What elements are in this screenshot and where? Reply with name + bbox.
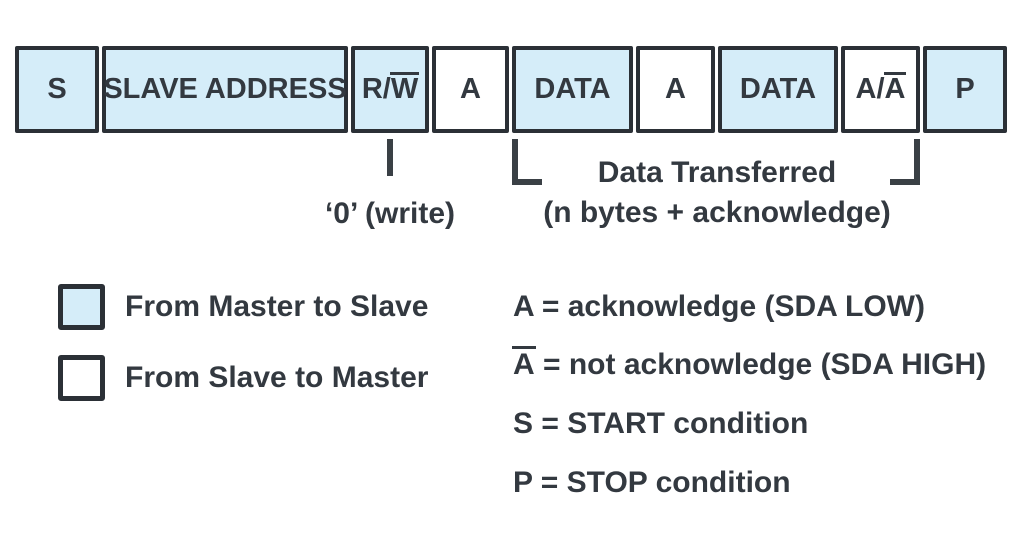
box-ack-2: A <box>636 46 715 133</box>
box-slave-address: SLAVE ADDRESS <box>102 46 348 133</box>
overline-a-definition: A <box>512 346 536 381</box>
write-label: ‘0’ (write) <box>324 197 456 230</box>
definition-nack: A = not acknowledge (SDA HIGH) <box>512 346 987 383</box>
definition-stop: P = STOP condition <box>513 466 791 499</box>
box-read-write-label: R/W <box>361 72 420 105</box>
box-ack-1-label: A <box>460 73 481 105</box>
overline-w: W <box>389 72 420 105</box>
write-tick-line <box>387 139 393 176</box>
box-ack-nack-label: A/A <box>855 72 907 105</box>
transfer-label: Data Transferred (n bytes + acknowledge) <box>543 153 891 233</box>
transfer-bracket-right-vertical <box>914 139 920 185</box>
overline-a: A <box>883 72 907 105</box>
legend-item-master-to-slave: From Master to Slave <box>58 284 428 330</box>
definition-start: S = START condition <box>513 407 809 440</box>
box-read-write: R/W <box>351 46 429 133</box>
transfer-label-line2: (n bytes + acknowledge) <box>543 196 891 229</box>
box-stop-label: P <box>955 73 975 105</box>
transfer-bracket-right-horizontal <box>890 179 920 185</box>
legend-swatch-slave <box>58 355 105 401</box>
box-start: S <box>15 46 99 133</box>
box-start-label: S <box>47 73 67 105</box>
definition-ack: A = acknowledge (SDA LOW) <box>513 290 925 323</box>
legend-swatch-master <box>58 284 105 330</box>
packet-row: S SLAVE ADDRESS R/W A DATA A DATA A/A P <box>15 46 1007 133</box>
box-ack-2-label: A <box>665 73 686 105</box>
box-ack-nack: A/A <box>841 46 920 133</box>
box-stop: P <box>923 46 1007 133</box>
box-data-2-label: DATA <box>739 73 817 105</box>
transfer-bracket-left-vertical <box>512 139 518 185</box>
legend-label-master: From Master to Slave <box>125 290 429 323</box>
transfer-bracket-left-horizontal <box>512 179 542 185</box>
box-data-2: DATA <box>718 46 838 133</box>
box-ack-1: A <box>432 46 509 133</box>
box-data-1: DATA <box>512 46 633 133</box>
legend-item-slave-to-master: From Slave to Master <box>58 355 428 401</box>
legend-label-slave: From Slave to Master <box>125 361 429 394</box>
box-slave-address-label: SLAVE ADDRESS <box>103 73 347 105</box>
box-data-1-label: DATA <box>534 73 611 105</box>
definition-nack-rest: = not acknowledge (SDA HIGH) <box>534 348 987 381</box>
transfer-label-line1: Data Transferred <box>597 156 837 189</box>
